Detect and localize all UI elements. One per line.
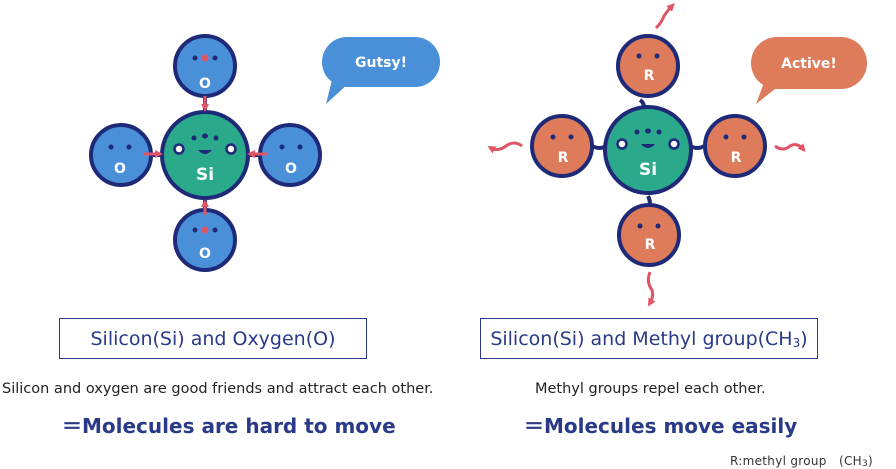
caption-right-text: Silicon(Si) and Methyl group(CH3)	[490, 327, 808, 350]
methyl-diagram: R R R R Si	[487, 3, 867, 307]
oxygen-diagram: O O O O Si	[89, 34, 440, 272]
silicon-atom-left: Si	[160, 110, 250, 200]
result-left: ＝Molecules are hard to move	[62, 414, 396, 438]
oxygen-label-top: O	[199, 76, 211, 92]
caption-left-text: Silicon(Si) and Oxygen(O)	[90, 327, 336, 350]
speech-bubble-gutsy: Gutsy!	[322, 37, 440, 104]
methyl-atom-left: R	[530, 114, 594, 178]
methyl-atom-top: R	[616, 34, 680, 98]
caption-right: Silicon(Si) and Methyl group(CH3)	[480, 318, 818, 359]
oxygen-label-right: O	[285, 161, 297, 177]
silicon-atom-right: Si	[603, 105, 693, 195]
silicon-label-left: Si	[196, 165, 214, 185]
description-right: Methyl groups repel each other.	[535, 381, 766, 397]
caption-left: Silicon(Si) and Oxygen(O)	[59, 318, 367, 359]
repel-arrow-left	[487, 141, 523, 154]
speech-bubble-active: Active!	[751, 37, 867, 104]
repel-arrow-right	[774, 143, 806, 153]
oxygen-atom-bottom: O	[173, 208, 237, 272]
oxygen-atom-right: O	[258, 123, 322, 187]
description-left: Silicon and oxygen are good friends and …	[2, 381, 434, 397]
methyl-atom-right: R	[703, 114, 767, 178]
silicon-label-right: Si	[639, 160, 657, 180]
repel-arrow-bottom	[646, 271, 656, 307]
methyl-atom-bottom: R	[617, 203, 681, 267]
methyl-label-bottom: R	[645, 237, 656, 253]
methyl-label-top: R	[644, 68, 655, 84]
oxygen-label-left: O	[114, 161, 126, 177]
methyl-label-right: R	[731, 150, 742, 166]
oxygen-atom-left: O	[89, 123, 153, 187]
methyl-note: R:methyl group (CH3)	[730, 454, 873, 469]
repel-arrow-top	[654, 3, 675, 30]
methyl-label-left: R	[558, 150, 569, 166]
oxygen-atom-top: O	[173, 34, 237, 98]
result-right: ＝Molecules move easily	[524, 414, 798, 438]
bubble-text-gutsy: Gutsy!	[355, 55, 407, 71]
oxygen-label-bottom: O	[199, 246, 211, 262]
bubble-text-active: Active!	[781, 56, 837, 72]
